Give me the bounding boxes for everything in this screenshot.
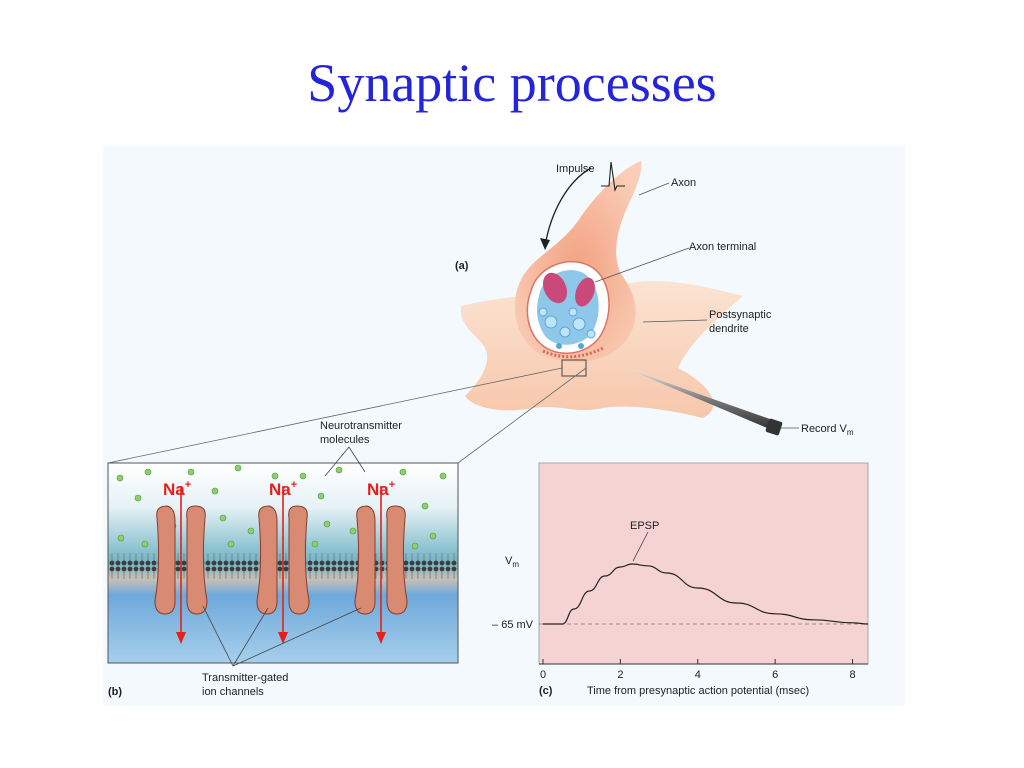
axon-label: Axon	[671, 177, 696, 189]
electrode-holder	[765, 418, 783, 436]
x-axis-label: Time from presynaptic action potential (…	[587, 685, 809, 697]
panel-c: 0 2 4 6 8 EPSP Vm – 65 mV Time from presynap…	[492, 462, 869, 697]
x-tick-label: 8	[849, 669, 855, 681]
postsynaptic-label-line1: Postsynaptic	[709, 309, 772, 321]
neurotransmitter-label-line1: Neurotransmitter	[320, 420, 402, 432]
recording-electrode	[625, 368, 781, 433]
x-tick-label: 4	[695, 669, 701, 681]
channels-label-line2: ion channels	[202, 686, 264, 698]
na-label-2: Na+	[269, 479, 297, 499]
neurotransmitter-label-line2: molecules	[320, 434, 370, 446]
x-ticks: 0 2 4 6 8	[540, 659, 856, 681]
panel-b: Na+ Na+ Na+ Neurotransmitter molecules T…	[107, 420, 459, 698]
ion-channel-1: Na+	[154, 479, 208, 644]
x-tick-label: 6	[772, 669, 778, 681]
zoom-line-left	[107, 367, 563, 464]
na-label-3: Na+	[367, 479, 395, 499]
ion-channel-2: Na+	[256, 479, 310, 644]
figure-svg: (a) Impulse Ax	[103, 146, 905, 706]
epsp-plot-area	[538, 462, 869, 665]
panel-a-label: (a)	[455, 260, 469, 272]
impulse-label: Impulse	[556, 163, 595, 175]
vm-axis-label: Vm	[505, 555, 519, 569]
epsp-curve	[543, 563, 869, 625]
impulse-spike	[601, 161, 625, 192]
synapse-figure: (a) Impulse Ax	[103, 146, 905, 706]
impulse-arrowhead	[540, 238, 550, 250]
baseline-label: – 65 mV	[492, 619, 534, 631]
zoom-line-right	[457, 367, 587, 464]
na-label-1: Na+	[163, 479, 191, 499]
impulse-arrow	[544, 167, 592, 247]
panel-a: (a) Impulse Ax	[107, 161, 854, 464]
synaptic-cleft	[542, 346, 604, 359]
mitochondrion-left	[542, 272, 568, 304]
panel-b-label: (b)	[108, 686, 122, 698]
epsp-label: EPSP	[630, 520, 659, 532]
channels-label-line1: Transmitter-gated	[202, 672, 288, 684]
x-tick-label: 0	[540, 669, 546, 681]
postsynaptic-label-line2: dendrite	[709, 323, 749, 335]
panel-c-label: (c)	[539, 685, 553, 697]
record-vm-label: Record Vm	[801, 423, 854, 437]
slide-title: Synaptic processes	[307, 53, 717, 113]
epsp-leader	[632, 531, 649, 562]
mitochondrion-right	[575, 277, 595, 307]
ion-channel-3: Na+	[354, 479, 408, 644]
axon-terminal-label: Axon terminal	[689, 241, 756, 253]
x-tick-label: 2	[617, 669, 623, 681]
